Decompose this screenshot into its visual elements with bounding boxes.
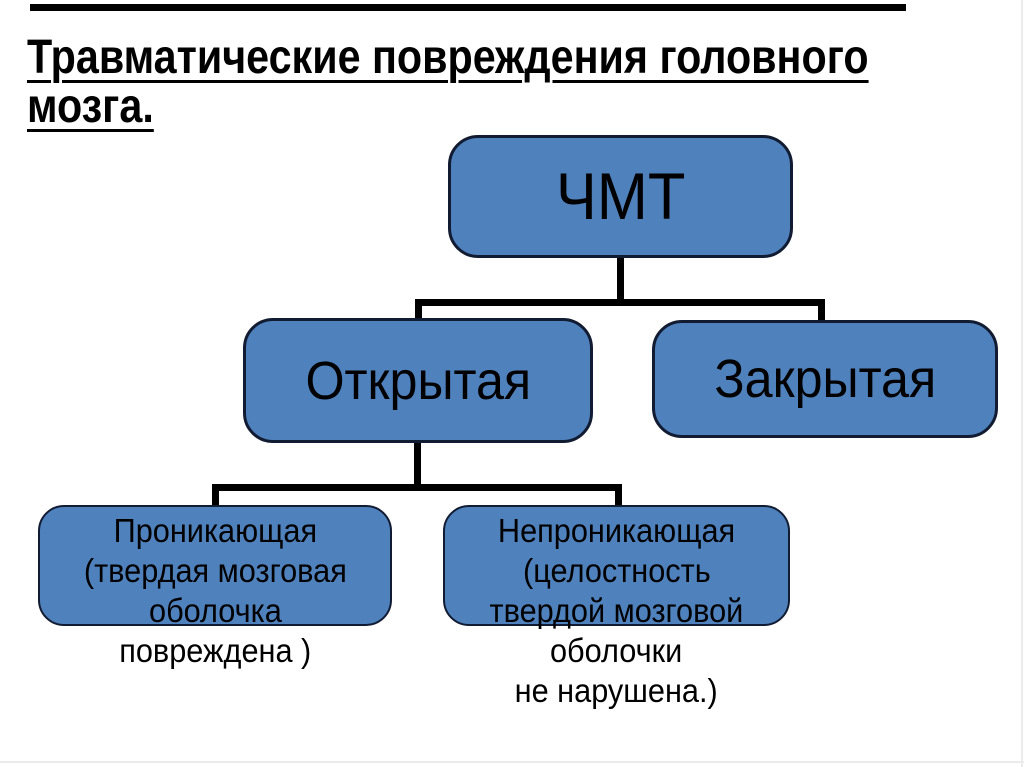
connector-open-horizontal — [212, 484, 622, 491]
nonpenetrating-line-5: не нарушена.) — [514, 672, 719, 709]
node-chmt-text: ЧМТ — [555, 159, 686, 233]
connector-root-stem — [617, 257, 624, 304]
node-nonpenetrating-box — [443, 505, 790, 626]
node-closed-text: Закрытая — [714, 349, 936, 409]
connector-root-right-stub — [818, 299, 825, 322]
slide-edge-bottom — [0, 761, 1024, 763]
node-open-text: Открытая — [305, 351, 531, 411]
penetrating-line-3: оболочка — [148, 592, 282, 629]
top-rule — [30, 4, 906, 11]
connector-open-left-stub — [212, 484, 219, 508]
node-chmt-label: ЧМТ — [448, 161, 793, 231]
nonpenetrating-line-1: Непроникающая — [497, 512, 736, 549]
connector-root-horizontal — [415, 299, 825, 306]
penetrating-line-1: Проникающая — [113, 512, 317, 549]
connector-open-right-stub — [615, 484, 622, 508]
node-closed-label: Закрытая — [652, 350, 998, 408]
penetrating-line-2: (твердая мозговая — [83, 552, 347, 589]
node-open-label: Открытая — [243, 352, 593, 410]
connector-open-stem — [414, 441, 421, 488]
node-chmt-box — [448, 135, 793, 258]
nonpenetrating-line-2: (целостность — [522, 552, 711, 589]
title-line-1: Травматические повреждения головного — [27, 31, 869, 84]
slide-title: Травматические повреждения головного моз… — [27, 33, 869, 131]
node-open-box — [243, 318, 593, 443]
penetrating-line-4: повреждена ) — [118, 632, 312, 669]
nonpenetrating-line-3: твердой мозговой — [489, 592, 744, 629]
node-penetrating-box — [38, 505, 392, 626]
slide-edge-right — [1021, 0, 1023, 767]
node-penetrating-label: Проникающая (твердая мозговая оболочка п… — [38, 511, 392, 671]
node-nonpenetrating-label: Непроникающая (целостность твердой мозго… — [443, 511, 790, 711]
title-line-2: мозга. — [27, 80, 154, 133]
nonpenetrating-line-4: оболочки — [550, 632, 683, 669]
connector-root-left-stub — [415, 299, 422, 322]
node-closed-box — [652, 320, 998, 438]
